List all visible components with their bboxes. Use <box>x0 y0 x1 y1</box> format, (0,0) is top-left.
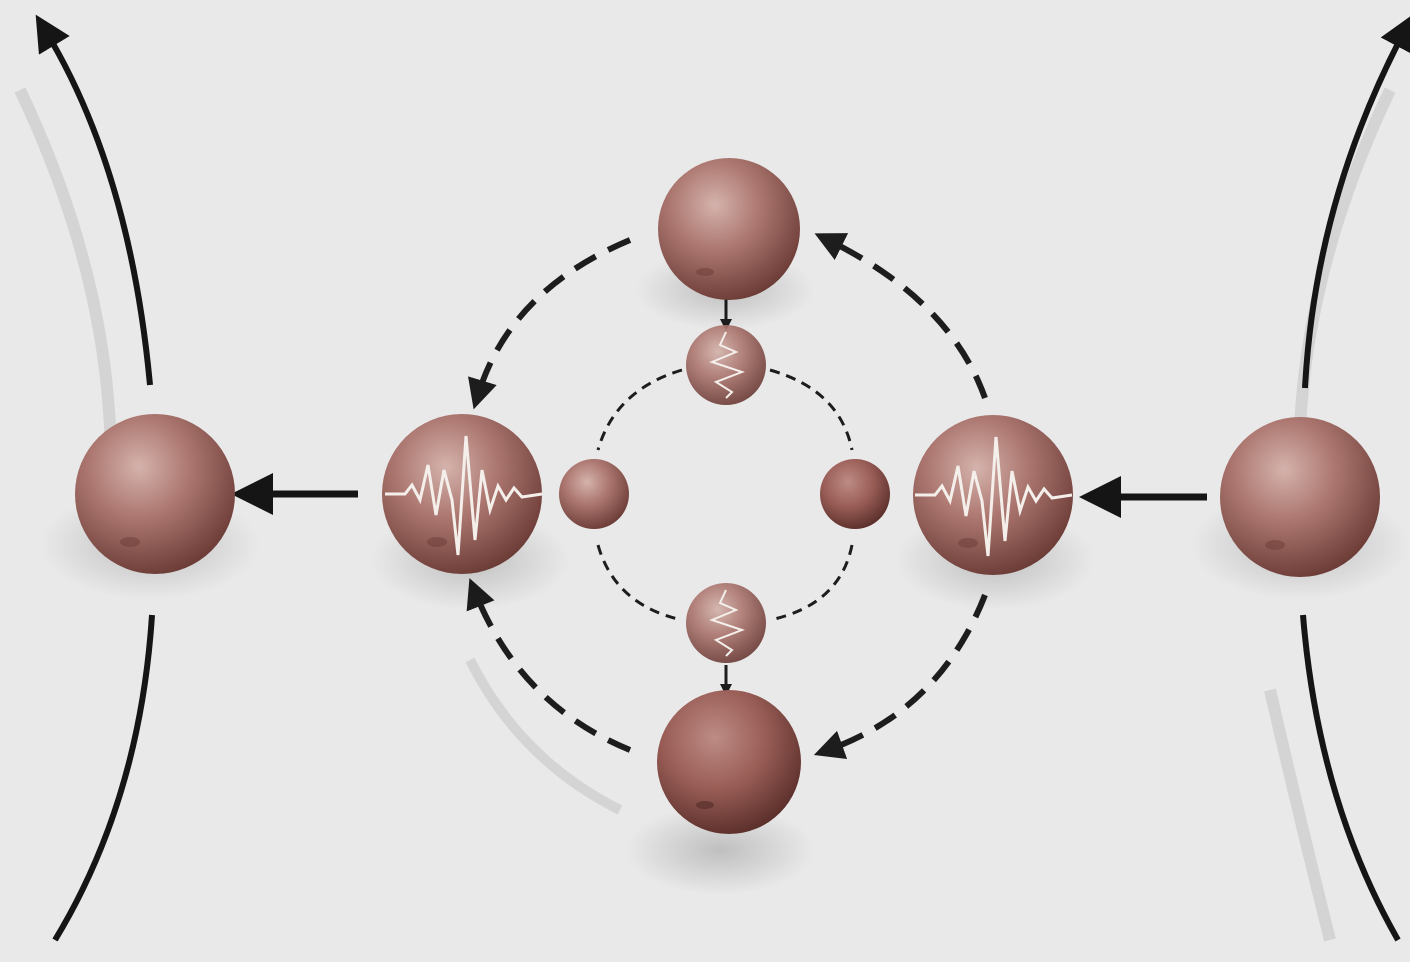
left-lower-trajectory <box>55 615 152 940</box>
inner-dashed-bottom-right <box>770 545 852 620</box>
sphere-inner-right <box>913 415 1073 575</box>
sphere-outer-right <box>1220 417 1380 577</box>
sphere-outer-left <box>75 414 235 574</box>
right-upper-trajectory <box>1305 30 1405 388</box>
sphere-top <box>658 158 800 300</box>
sphere-mid-top <box>686 325 766 405</box>
inner-dashed-top-right <box>770 370 852 450</box>
sphere-bottom <box>657 690 801 834</box>
sphere-inner-left <box>382 414 542 574</box>
dashed-bottom-left <box>475 592 630 750</box>
sphere-small-left <box>559 459 629 529</box>
inner-dashed-top-left <box>598 370 682 450</box>
sphere-small-right <box>820 459 890 529</box>
dashed-top-left <box>478 240 630 395</box>
dashed-bottom-right <box>828 595 985 750</box>
sphere-mid-bottom <box>686 583 766 663</box>
dashed-top-right <box>828 240 985 398</box>
inner-dashed-loop <box>598 370 852 620</box>
inner-dashed-bottom-left <box>598 545 682 620</box>
